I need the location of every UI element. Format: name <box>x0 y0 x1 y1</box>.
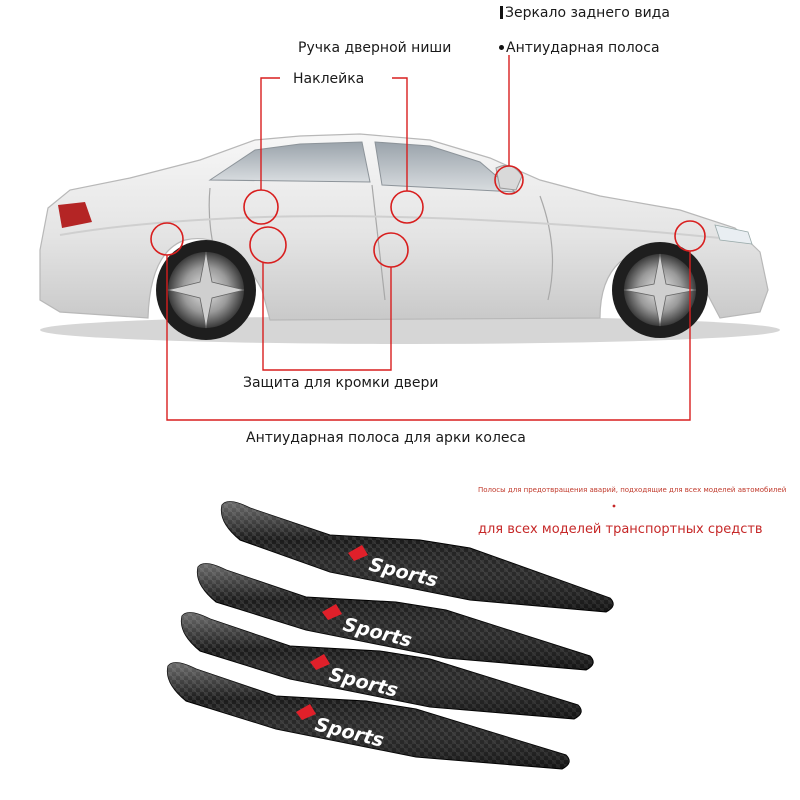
promo-dot <box>612 504 616 508</box>
front-door-seam <box>539 195 554 301</box>
brand-swoosh-1 <box>348 545 368 561</box>
brand-swooshes <box>296 545 368 720</box>
callout-line-wheel-arch <box>166 251 691 421</box>
callout-line-door-edge <box>262 262 392 371</box>
tail-light <box>58 202 92 228</box>
label-marker <box>500 6 503 19</box>
front-wheel <box>612 242 708 338</box>
strip-3 <box>180 612 582 720</box>
promo-small-note: Полосы для предотвращения аварий, подход… <box>478 486 787 494</box>
strip-4 <box>166 662 570 770</box>
callout-lines <box>166 55 691 421</box>
promo-all-models: для всех моделей транспортных средств <box>478 522 763 537</box>
strip-2 <box>196 563 594 671</box>
brand-swoosh-4 <box>296 704 316 720</box>
label-door-handle: Ручка дверной ниши <box>298 40 452 56</box>
door-seam-middle <box>371 184 386 301</box>
label-door-edge: Защита для кромки двери <box>243 375 439 391</box>
label-anti-collision: Антиударная полоса <box>506 40 660 56</box>
side-mirror <box>495 164 523 191</box>
label-mirror: Зеркало заднего вида <box>505 5 670 21</box>
rear-wheel <box>156 240 256 340</box>
callout-line-rear-handle <box>260 77 280 190</box>
body-character-line <box>59 215 741 241</box>
strip-1 <box>220 501 614 613</box>
label-marker <box>499 45 504 50</box>
label-wheel-arch: Антиударная полоса для арки колеса <box>246 430 526 446</box>
label-sticker: Наклейка <box>293 71 365 87</box>
brand-swoosh-3 <box>310 654 330 670</box>
callout-line-front-handle <box>392 77 408 191</box>
brand-swoosh-2 <box>322 604 342 620</box>
callout-circle-rear-door-edge <box>249 226 287 264</box>
head-light <box>714 224 753 245</box>
car-window-rear <box>208 141 371 183</box>
